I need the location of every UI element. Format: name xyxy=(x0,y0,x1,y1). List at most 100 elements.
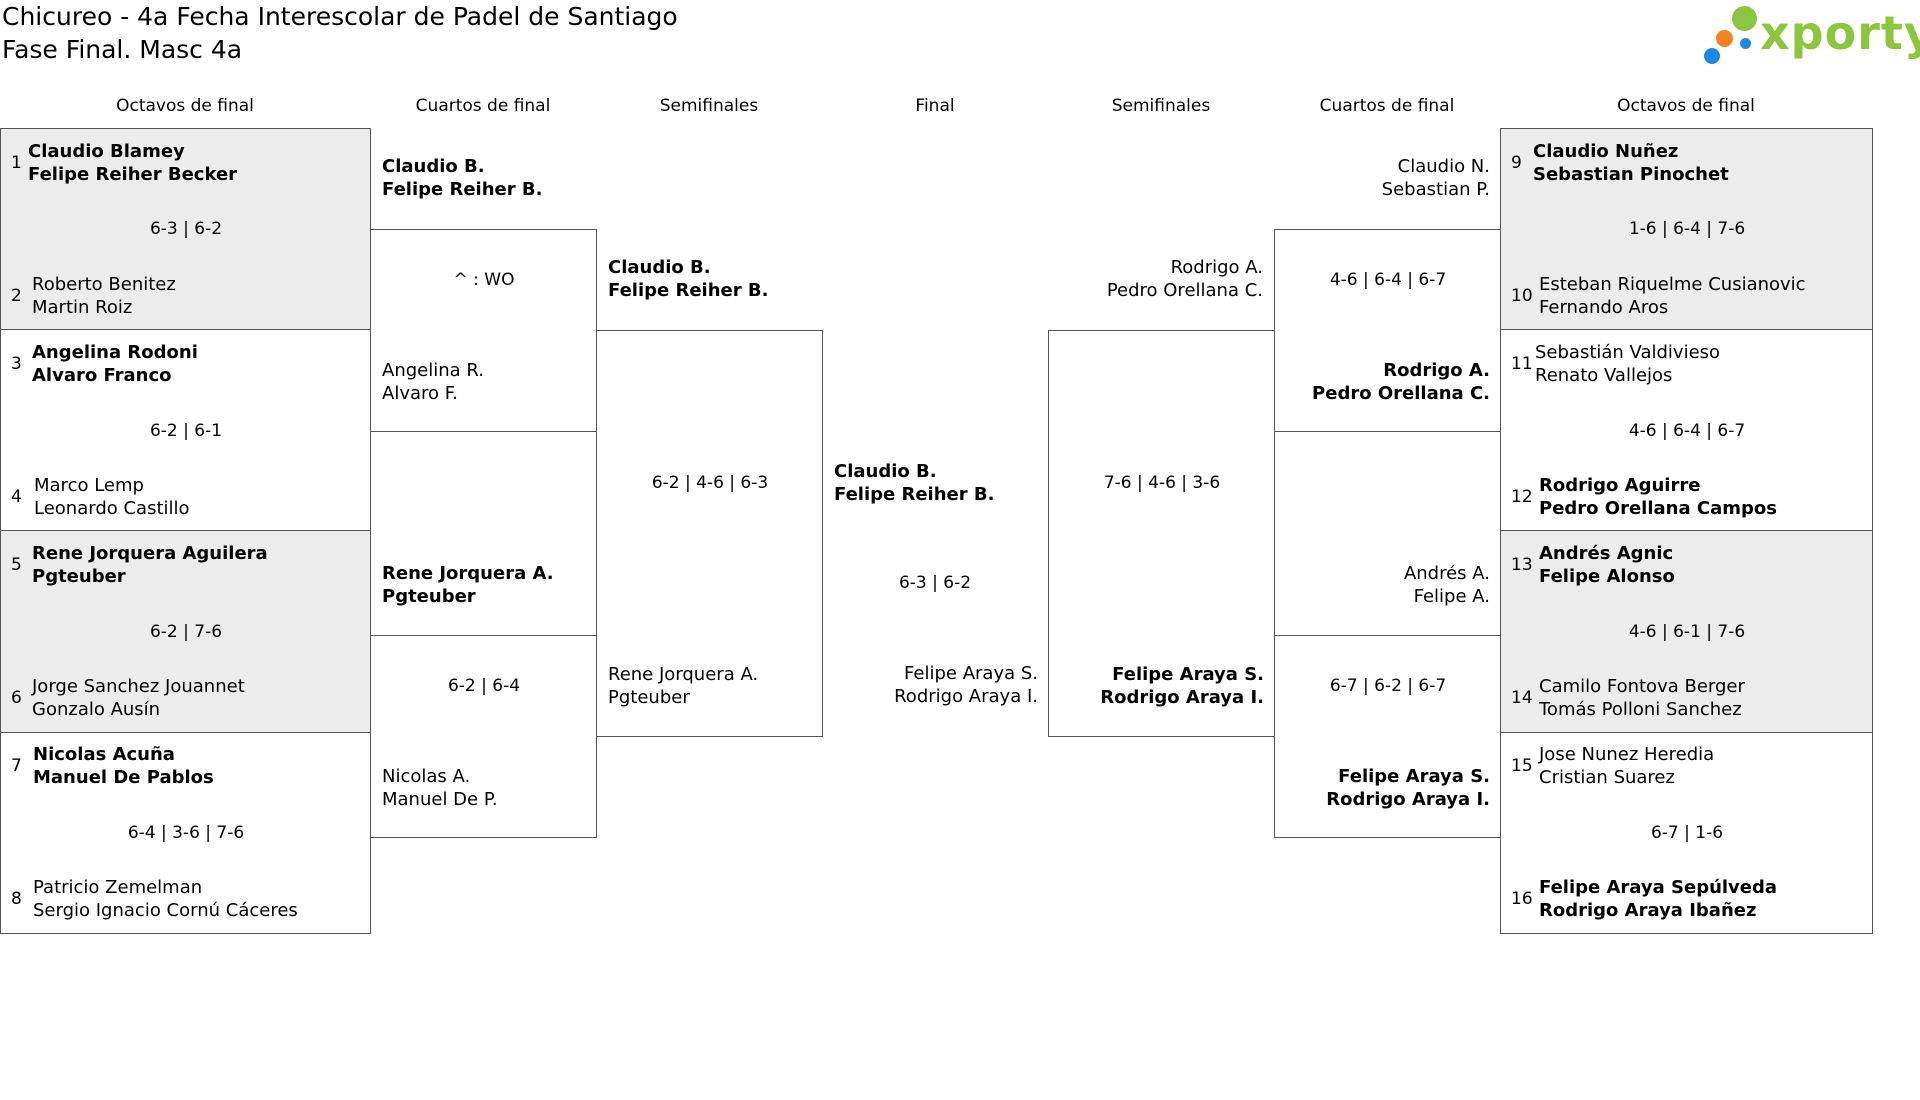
team-player-name: Alvaro F. xyxy=(382,383,458,404)
match-box-right-r16-4[interactable]: 15 Jose Nunez Heredia Cristian Suarez 6-… xyxy=(1500,732,1873,934)
col-header-left-r16: Octavos de final xyxy=(116,96,254,116)
team-player-name: Andrés Agnic xyxy=(1539,543,1674,564)
xporty-logo[interactable]: xporty xyxy=(1700,4,1920,70)
team-player-name: Manuel De P. xyxy=(382,789,498,810)
seed-label: 7 xyxy=(11,756,22,776)
team-player-name: Marco Lemp xyxy=(34,475,144,496)
seed-label: 11 xyxy=(1511,354,1533,374)
team-player-name: Claudio B. xyxy=(834,461,937,482)
team-player-name: Pedro Orellana Campos xyxy=(1539,498,1777,519)
team-player-name: Felipe Alonso xyxy=(1539,566,1675,587)
team-player-name: Pgteuber xyxy=(32,566,126,587)
team-player-name: Camilo Fontova Berger xyxy=(1539,676,1745,697)
match-box-right-r16-3[interactable]: 13 Andrés Agnic Felipe Alonso 4-6 | 6-1 … xyxy=(1500,530,1873,733)
team-player-name: Fernando Aros xyxy=(1539,297,1669,318)
team-player-name: Felipe Araya S. xyxy=(1112,664,1264,685)
team-player-name: Felipe A. xyxy=(1413,586,1490,607)
seed-label: 16 xyxy=(1511,889,1533,909)
team-player-name: Nicolas Acuña xyxy=(33,744,175,765)
team-player-name: Felipe Araya S. xyxy=(904,663,1038,684)
seed-label: 1 xyxy=(11,153,22,173)
seed-label: 3 xyxy=(11,354,22,374)
team-player-name: Claudio Nuñez xyxy=(1533,141,1679,162)
col-header-left-qf: Cuartos de final xyxy=(415,96,551,116)
match-box-right-qf-1[interactable]: 4-6 | 6-4 | 6-7 Rodrigo A. Pedro Orellan… xyxy=(1274,229,1501,432)
team-player-name: Sebastian P. xyxy=(1381,179,1490,200)
seed-label: 6 xyxy=(11,688,22,708)
seed-label: 13 xyxy=(1511,555,1533,575)
team-player-name: Rodrigo Araya I. xyxy=(1100,687,1264,708)
team-player-name: Pedro Orellana C. xyxy=(1312,383,1490,404)
team-player-name: Jorge Sanchez Jouannet xyxy=(32,676,245,697)
match-score: 6-2 | 4-6 | 6-3 xyxy=(651,473,769,493)
match-score: 6-4 | 3-6 | 7-6 xyxy=(127,823,245,843)
col-header-left-sf: Semifinales xyxy=(659,96,759,116)
match-score: 6-2 | 6-1 xyxy=(149,421,223,441)
team-player-name: Claudio B. xyxy=(608,257,711,278)
team-player-name: Pgteuber xyxy=(382,586,476,607)
team-player-name: Nicolas A. xyxy=(382,766,471,787)
team-player-name: Sebastian Pinochet xyxy=(1533,164,1729,185)
team-player-name: Felipe Araya Sepúlveda xyxy=(1539,877,1778,898)
logo-dot-blue xyxy=(1704,48,1720,64)
match-box-left-r16-3[interactable]: 5 Rene Jorquera Aguilera Pgteuber 6-2 | … xyxy=(0,530,371,733)
page-subtitle: Fase Final. Masc 4a xyxy=(2,35,243,64)
match-box-left-qf-2[interactable]: 6-2 | 6-4 Nicolas A. Manuel De P. xyxy=(370,635,597,838)
match-score: 7-6 | 4-6 | 3-6 xyxy=(1103,473,1221,493)
match-score: 4-6 | 6-1 | 7-6 xyxy=(1628,622,1746,642)
team-player-name: Pedro Orellana C. xyxy=(1106,280,1263,301)
team-player-name: Claudio N. xyxy=(1397,156,1490,177)
team-player-name: Angelina R. xyxy=(382,360,484,381)
seed-label: 8 xyxy=(11,889,22,909)
seed-label: 9 xyxy=(1511,153,1522,173)
match-box-left-sf[interactable]: 6-2 | 4-6 | 6-3 Rene Jorquera A. Pgteube… xyxy=(596,330,823,737)
match-score: 4-6 | 6-4 | 6-7 xyxy=(1628,421,1746,441)
logo-dot-small-blue xyxy=(1740,38,1751,49)
match-box-left-r16-4[interactable]: 7 Nicolas Acuña Manuel De Pablos 6-4 | 3… xyxy=(0,732,371,934)
team-player-name: Leonardo Castillo xyxy=(34,498,190,519)
team-player-name: Sergio Ignacio Cornú Cáceres xyxy=(33,900,298,921)
logo-dot-orange xyxy=(1716,30,1733,47)
team-player-name: Felipe Reiher B. xyxy=(608,280,769,301)
team-player-name: Alvaro Franco xyxy=(32,365,172,386)
team-player-name: Roberto Benitez xyxy=(32,274,176,295)
team-player-name: Rene Jorquera Aguilera xyxy=(32,543,268,564)
team-player-name: Sebastián Valdivieso xyxy=(1535,342,1721,363)
seed-label: 2 xyxy=(11,286,22,306)
team-player-name: Martin Roiz xyxy=(32,297,133,318)
match-box-right-sf[interactable]: 7-6 | 4-6 | 3-6 Felipe Araya S. Rodrigo … xyxy=(1048,330,1275,737)
match-final[interactable]: Claudio B. Felipe Reiher B. 6-3 | 6-2 Fe… xyxy=(822,330,1048,737)
team-player-name: Rodrigo Araya Ibañez xyxy=(1539,900,1757,921)
col-header-final: Final xyxy=(915,96,955,116)
team-player-name: Rodrigo Aguirre xyxy=(1539,475,1701,496)
match-box-left-qf-1[interactable]: ^ : WO Angelina R. Alvaro F. xyxy=(370,229,597,432)
team-player-name: Felipe Araya S. xyxy=(1338,766,1490,787)
logo-text: xporty xyxy=(1760,6,1920,60)
match-score: ^ : WO xyxy=(453,270,515,290)
team-player-name: Renato Vallejos xyxy=(1535,365,1673,386)
col-header-right-sf: Semifinales xyxy=(1111,96,1211,116)
team-player-name: Felipe Reiher B. xyxy=(382,179,543,200)
team-player-name: Esteban Riquelme Cusianovic xyxy=(1539,274,1806,295)
seed-label: 10 xyxy=(1511,286,1533,306)
match-box-right-qf-2[interactable]: 6-7 | 6-2 | 6-7 Felipe Araya S. Rodrigo … xyxy=(1274,635,1501,838)
team-player-name: Rene Jorquera A. xyxy=(382,563,554,584)
match-score: 6-7 | 6-2 | 6-7 xyxy=(1329,676,1447,696)
team-player-name: Cristian Suarez xyxy=(1539,767,1675,788)
seed-label: 12 xyxy=(1511,487,1533,507)
team-player-name: Claudio B. xyxy=(382,156,485,177)
match-box-left-r16-2[interactable]: 3 Angelina Rodoni Alvaro Franco 6-2 | 6-… xyxy=(0,329,371,531)
team-player-name: Rodrigo Araya I. xyxy=(894,686,1038,707)
match-score: 6-2 | 6-4 xyxy=(447,676,521,696)
match-box-left-r16-1[interactable]: 1 Claudio Blamey Felipe Reiher Becker 6-… xyxy=(0,128,371,330)
match-score: 1-6 | 6-4 | 7-6 xyxy=(1628,219,1746,239)
team-player-name: Tomás Polloni Sanchez xyxy=(1539,699,1742,720)
match-box-right-r16-2[interactable]: 11 Sebastián Valdivieso Renato Vallejos … xyxy=(1500,329,1873,531)
page-title: Chicureo - 4a Fecha Interescolar de Pade… xyxy=(2,2,678,31)
match-score: 6-3 | 6-2 xyxy=(898,573,972,593)
match-box-right-r16-1[interactable]: 9 Claudio Nuñez Sebastian Pinochet 1-6 |… xyxy=(1500,128,1873,330)
logo-dot-green xyxy=(1732,6,1757,31)
seed-label: 4 xyxy=(11,487,22,507)
team-player-name: Angelina Rodoni xyxy=(32,342,198,363)
team-player-name: Andrés A. xyxy=(1403,563,1490,584)
